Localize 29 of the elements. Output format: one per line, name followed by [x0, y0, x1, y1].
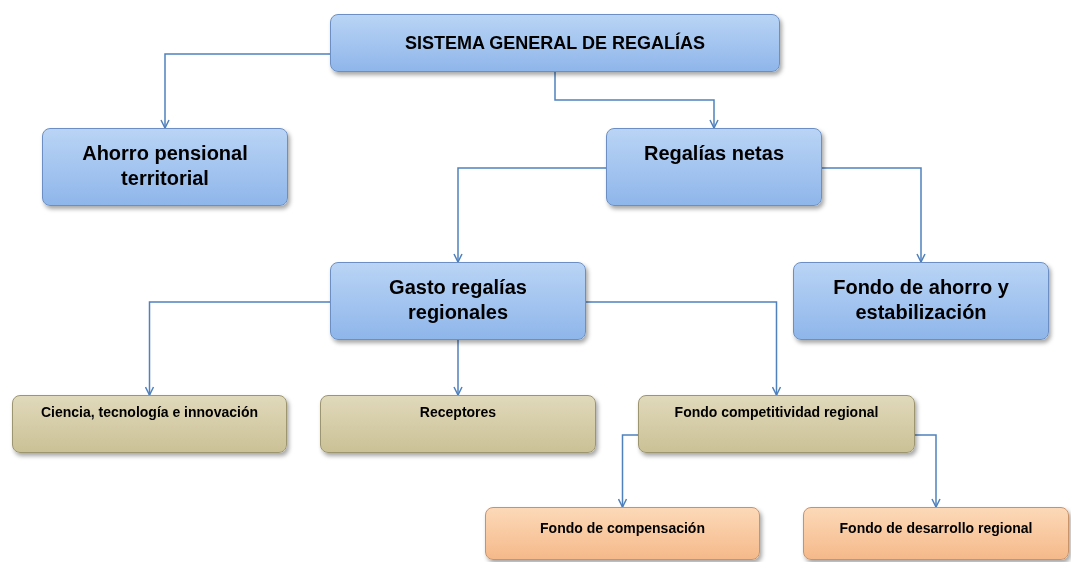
process-box	[793, 262, 1049, 340]
box-label: Fondo de ahorro y estabilización	[832, 275, 1010, 325]
arrow	[585, 301, 782, 396]
box-label: SISTEMA GENERAL DE REGALÍAS	[403, 31, 706, 55]
arrow	[160, 53, 331, 129]
box-label: Ciencia, tecnología e innovación	[39, 404, 260, 422]
process-box	[42, 128, 288, 206]
arrow	[453, 167, 607, 263]
process-box	[803, 507, 1069, 560]
box-label: Fondo competitividad regional	[673, 404, 880, 422]
arrow	[914, 434, 941, 508]
box-label: Ahorro pensional territorial	[81, 141, 249, 191]
process-box	[330, 262, 586, 340]
process-box	[485, 507, 760, 560]
process-box	[606, 128, 822, 206]
arrow	[554, 71, 719, 129]
box-label: Receptores	[418, 404, 498, 422]
arrow	[821, 167, 926, 263]
box-label: Fondo de desarrollo regional	[838, 520, 1034, 538]
box-label: Gasto regalías regionales	[388, 275, 528, 325]
process-box	[638, 395, 915, 453]
arrow	[617, 434, 639, 508]
process-box	[330, 14, 780, 72]
arrow	[453, 339, 463, 396]
box-label: Regalías netas	[642, 141, 786, 166]
arrow	[144, 301, 331, 396]
box-label: Fondo de compensación	[539, 520, 706, 538]
process-box	[320, 395, 596, 453]
process-box	[12, 395, 287, 453]
